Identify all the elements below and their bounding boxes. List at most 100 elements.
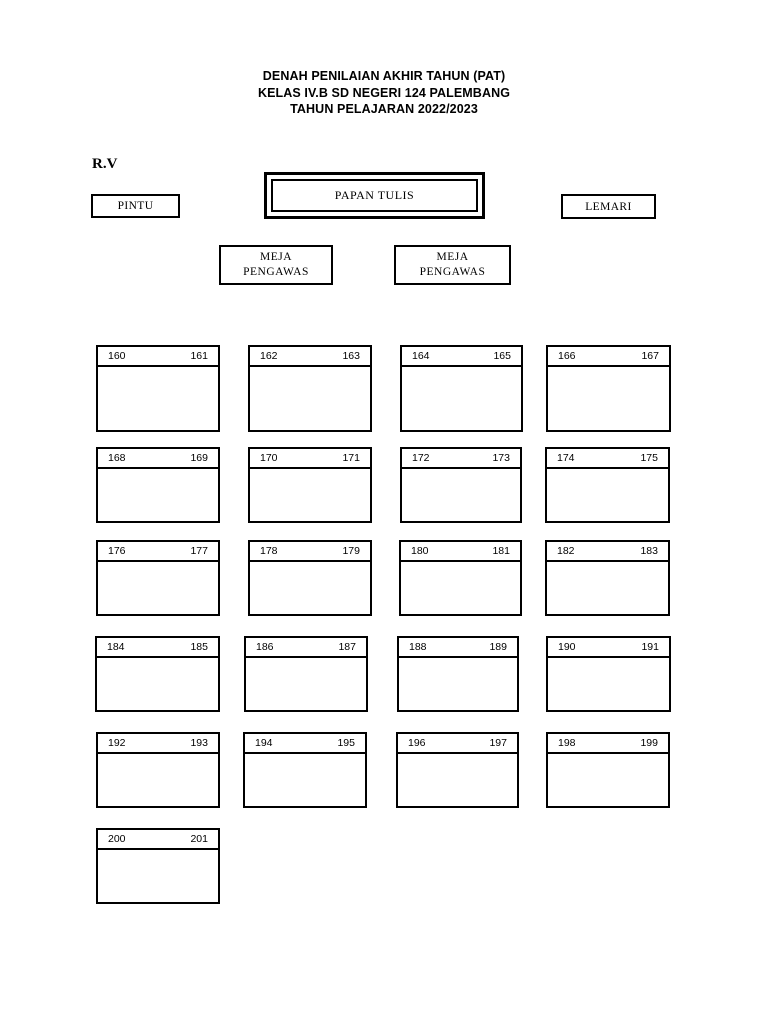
desk-body <box>399 658 517 710</box>
supervisor-desk-1: MEJA PENGAWAS <box>219 245 333 285</box>
desk-body <box>402 367 521 430</box>
desk-body <box>250 367 370 430</box>
seat-number-left: 168 <box>108 451 126 464</box>
whiteboard-label: PAPAN TULIS <box>334 188 415 202</box>
desk-body <box>250 469 370 521</box>
seat-number-left: 166 <box>558 349 576 362</box>
seat-number-left: 180 <box>411 544 429 557</box>
seat-number-right: 191 <box>641 640 659 653</box>
seat-number-left: 200 <box>108 832 126 845</box>
student-desk[interactable]: 180 181 <box>399 540 522 616</box>
cabinet-label: LEMARI <box>585 200 632 213</box>
student-desk[interactable]: 182 183 <box>545 540 670 616</box>
seat-number-right: 163 <box>342 349 360 362</box>
seat-number-left: 170 <box>260 451 278 464</box>
seat-number-left: 194 <box>255 736 273 749</box>
desk-seat-numbers: 200 201 <box>98 830 218 850</box>
supervisor-desk-2-label-line-1: MEJA <box>436 251 469 263</box>
seat-number-right: 183 <box>640 544 658 557</box>
student-desk[interactable]: 200 201 <box>96 828 220 904</box>
desk-body <box>402 469 520 521</box>
seat-number-left: 182 <box>557 544 575 557</box>
page-title: DENAH PENILAIAN AKHIR TAHUN (PAT) KELAS … <box>0 68 768 118</box>
seat-number-left: 188 <box>409 640 427 653</box>
seat-number-right: 199 <box>640 736 658 749</box>
desk-body <box>97 658 218 710</box>
student-desk[interactable]: 188 189 <box>397 636 519 712</box>
seat-number-right: 179 <box>342 544 360 557</box>
seat-number-right: 201 <box>190 832 208 845</box>
student-desk[interactable]: 192 193 <box>96 732 220 808</box>
desk-seat-numbers: 170 171 <box>250 449 370 469</box>
seat-number-left: 190 <box>558 640 576 653</box>
desk-body <box>250 562 370 614</box>
desk-body <box>548 754 668 806</box>
seat-number-right: 189 <box>489 640 507 653</box>
whiteboard-box: PAPAN TULIS <box>264 172 485 219</box>
seat-number-right: 181 <box>492 544 510 557</box>
desk-body <box>548 367 669 430</box>
desk-body <box>98 850 218 902</box>
desk-seat-numbers: 194 195 <box>245 734 365 754</box>
desk-body <box>98 367 218 430</box>
student-desk[interactable]: 190 191 <box>546 636 671 712</box>
student-desk[interactable]: 170 171 <box>248 447 372 523</box>
desk-body <box>547 562 668 614</box>
desk-body <box>398 754 517 806</box>
supervisor-desk-2-label-line-2: PENGAWAS <box>419 266 486 278</box>
student-desk[interactable]: 194 195 <box>243 732 367 808</box>
seat-number-left: 176 <box>108 544 126 557</box>
seat-number-right: 193 <box>190 736 208 749</box>
seat-number-right: 171 <box>342 451 360 464</box>
seat-number-left: 174 <box>557 451 575 464</box>
student-desk[interactable]: 168 169 <box>96 447 220 523</box>
seat-number-right: 165 <box>493 349 511 362</box>
desk-body <box>547 469 668 521</box>
seat-number-right: 167 <box>641 349 659 362</box>
desk-body <box>401 562 520 614</box>
student-desk[interactable]: 166 167 <box>546 345 671 432</box>
desk-seat-numbers: 182 183 <box>547 542 668 562</box>
door-box: PINTU <box>91 194 180 218</box>
student-desk[interactable]: 174 175 <box>545 447 670 523</box>
desk-body <box>246 658 366 710</box>
desk-body <box>548 658 669 710</box>
seat-number-right: 195 <box>337 736 355 749</box>
seat-number-right: 169 <box>190 451 208 464</box>
door-label: PINTU <box>117 200 154 212</box>
desk-seat-numbers: 174 175 <box>547 449 668 469</box>
seat-number-right: 187 <box>338 640 356 653</box>
desk-seat-numbers: 188 189 <box>399 638 517 658</box>
whiteboard-inner-panel: PAPAN TULIS <box>271 179 478 212</box>
desk-seat-numbers: 192 193 <box>98 734 218 754</box>
seat-number-left: 192 <box>108 736 126 749</box>
seat-number-right: 175 <box>640 451 658 464</box>
title-line-1: DENAH PENILAIAN AKHIR TAHUN (PAT) <box>262 69 506 83</box>
desk-body <box>98 754 218 806</box>
desk-body <box>245 754 365 806</box>
desk-body <box>98 469 218 521</box>
title-line-2: KELAS IV.B SD NEGERI 124 PALEMBANG <box>257 85 511 100</box>
supervisor-desk-1-label-line-1: MEJA <box>259 251 293 263</box>
seat-number-left: 160 <box>108 349 126 362</box>
supervisor-desk-1-label-line-2: PENGAWAS <box>243 266 309 278</box>
desk-seat-numbers: 168 169 <box>98 449 218 469</box>
seat-number-right: 173 <box>492 451 510 464</box>
